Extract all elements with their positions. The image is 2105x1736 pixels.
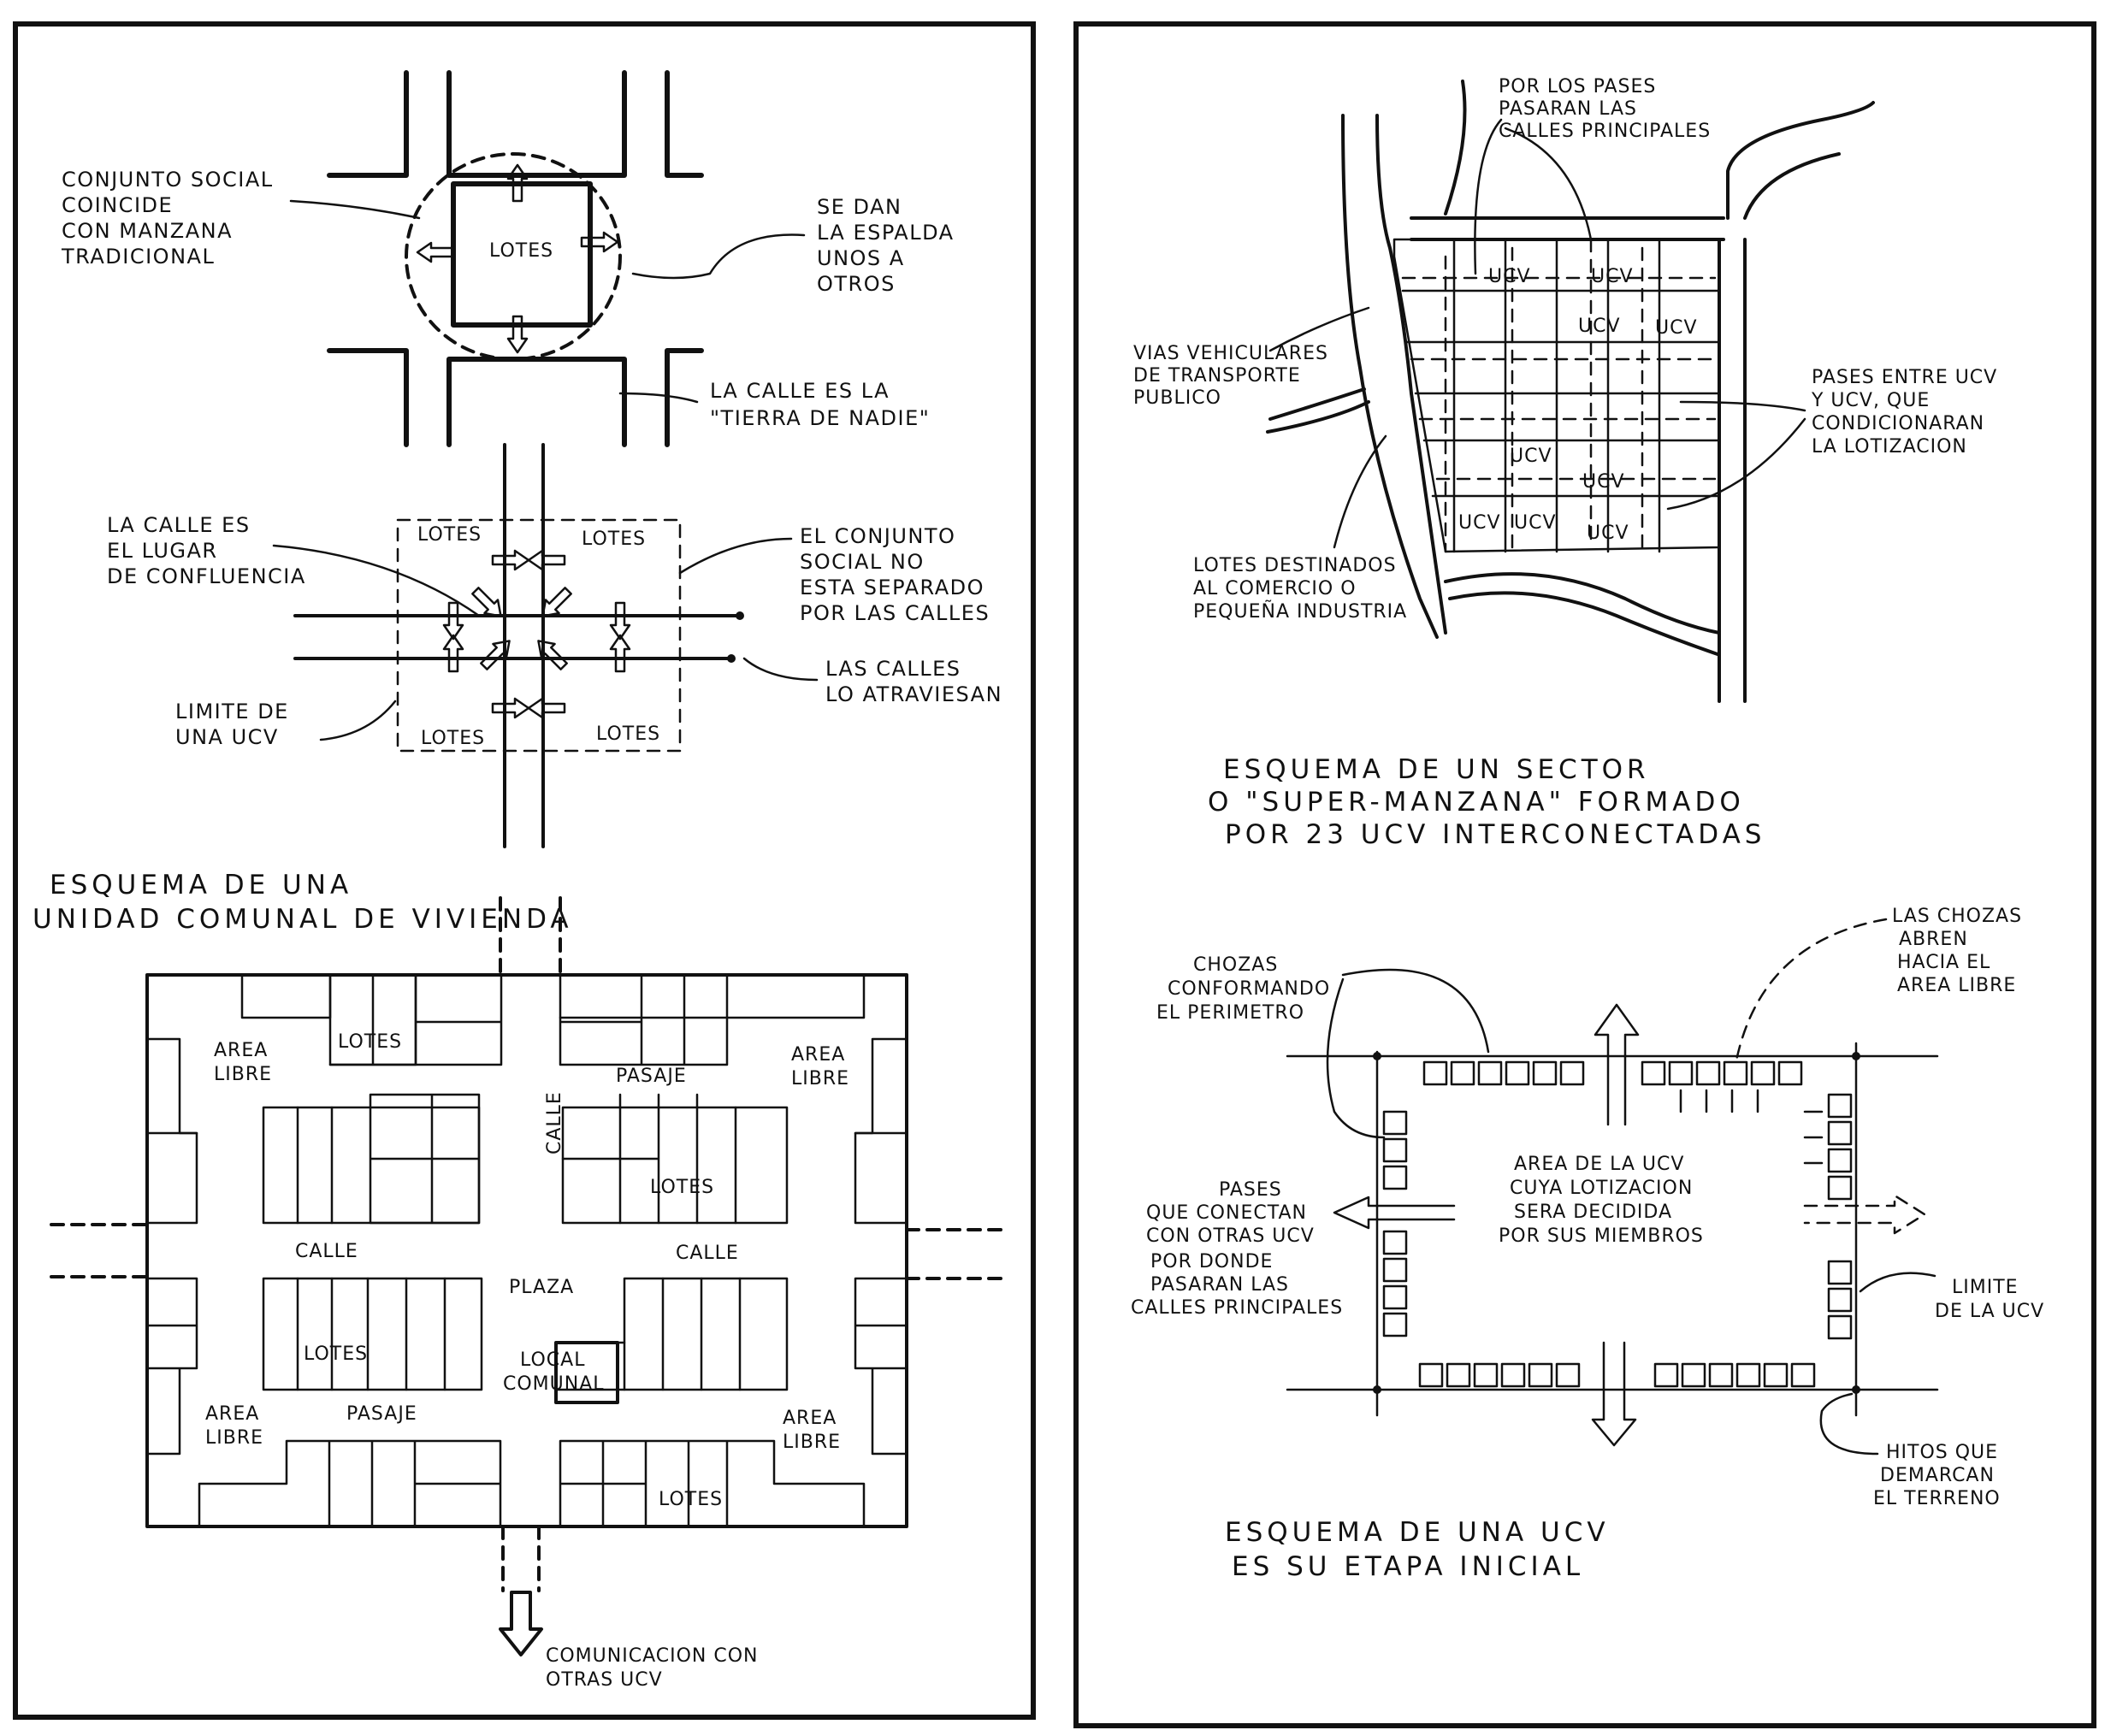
- conjunto-no-label: EL CONJUNTO SOCIAL NO ESTA SEPARADO POR …: [800, 524, 992, 625]
- sector-title: ESQUEMA DE UN SECTOR O "SUPER-MANZANA" F…: [1208, 754, 1765, 850]
- calle-lugar-label: LA CALLE ES EL LUGAR DE CONFLUENCIA: [107, 513, 306, 588]
- title-ucv: ESQUEMA DE UNA UNIDAD COMUNAL DE VIVIEND…: [33, 870, 573, 935]
- pases-conectan-label: PASES QUE CONECTAN CON OTRAS UCV POR DON…: [1131, 1179, 1343, 1319]
- pases-entre-label: PASES ENTRE UCV Y UCV, QUE CONDICIONARAN…: [1811, 367, 2004, 458]
- pasaje-label: PASAJE: [346, 1403, 417, 1425]
- pasaje-label: PASAJE: [616, 1066, 687, 1087]
- calle-label: CALLE: [676, 1243, 739, 1264]
- ucv-label: UCV: [1655, 317, 1698, 339]
- plaza-label: PLAZA: [509, 1277, 574, 1298]
- diagram-traditional-block: LOTES CONJUNTO SOCIAL COINCIDE CON MANZA…: [61, 70, 962, 447]
- right-panel-frame: [1073, 21, 2096, 1728]
- diagram-super-manzana: UCV UCV UCV UCV UCV UCV UCV UCV UCV POR …: [1133, 76, 2004, 850]
- chozas-abren-label: LAS CHOZAS ABREN HACIA EL AREA LIBRE: [1892, 906, 2029, 996]
- chozas-perimetro-label: CHOZAS CONFORMANDO EL PERIMETRO: [1156, 954, 1337, 1024]
- diagram-ucv-streets: LOTES LOTES LOTES LOTES LA CALLE ES EL L…: [107, 443, 1002, 848]
- limite-ucv-label: LIMITE DE LA UCV: [1935, 1277, 2044, 1322]
- pases-label: POR LOS PASES PASARAN LAS CALLES PRINCIP…: [1499, 76, 1711, 142]
- calle-label: CALLE: [544, 1091, 565, 1154]
- ucv-label: UCV: [1510, 446, 1552, 467]
- lotes-label: LOTES: [489, 240, 553, 262]
- lotes-label: LOTES: [338, 1031, 402, 1053]
- diagram-ucv-inicial: LAS CHOZAS ABREN HACIA EL AREA LIBRE CHO…: [1131, 906, 2044, 1582]
- espalda-label: SE DAN LA ESPALDA UNOS A OTROS: [817, 195, 962, 296]
- ucv-label: UCV: [1488, 266, 1531, 287]
- calle-tierra-label: LA CALLE ES LA "TIERRA DE NADIE": [710, 379, 930, 430]
- lotes-label: LOTES: [304, 1343, 368, 1365]
- ucv-label: UCV: [1582, 471, 1625, 493]
- vias-label: VIAS VEHICULARES DE TRANSPORTE PUBLICO: [1133, 343, 1335, 409]
- lotes-label: LOTES: [659, 1489, 723, 1510]
- lotes-label: LOTES: [596, 723, 660, 745]
- lotes-label: LOTES: [421, 728, 485, 749]
- ucv-label: UCV: [1587, 523, 1629, 544]
- ucv-label: UCV: [1578, 316, 1621, 337]
- hitos-label: HITOS QUE DEMARCAN EL TERRENO: [1873, 1442, 2005, 1509]
- inicial-title: ESQUEMA DE UNA UCV ES SU ETAPA INICIAL: [1225, 1517, 1622, 1582]
- calles-atraviesan-label: LAS CALLES LO ATRAVIESAN: [825, 657, 1002, 706]
- ucv-label: UCV: [1514, 512, 1557, 534]
- lotes-destinados-label: LOTES DESTINADOS AL COMERCIO O PEQUEÑA I…: [1193, 555, 1407, 623]
- calle-label: CALLE: [295, 1241, 358, 1262]
- conjunto-label: CONJUNTO SOCIAL COINCIDE CON MANZANA TRA…: [61, 168, 281, 269]
- area-ucv-label: AREA DE LA UCV CUYA LOTIZACION SERA DECI…: [1499, 1154, 1704, 1247]
- lotes-label: LOTES: [417, 524, 482, 546]
- limite-ucv-label: LIMITE DE UNA UCV: [175, 700, 297, 749]
- left-panel-frame: [13, 21, 1036, 1720]
- ucv-label: UCV: [1591, 266, 1634, 287]
- lotes-label: LOTES: [650, 1177, 714, 1198]
- ucv-label: UCV: [1458, 512, 1501, 534]
- lotes-label: LOTES: [582, 528, 646, 550]
